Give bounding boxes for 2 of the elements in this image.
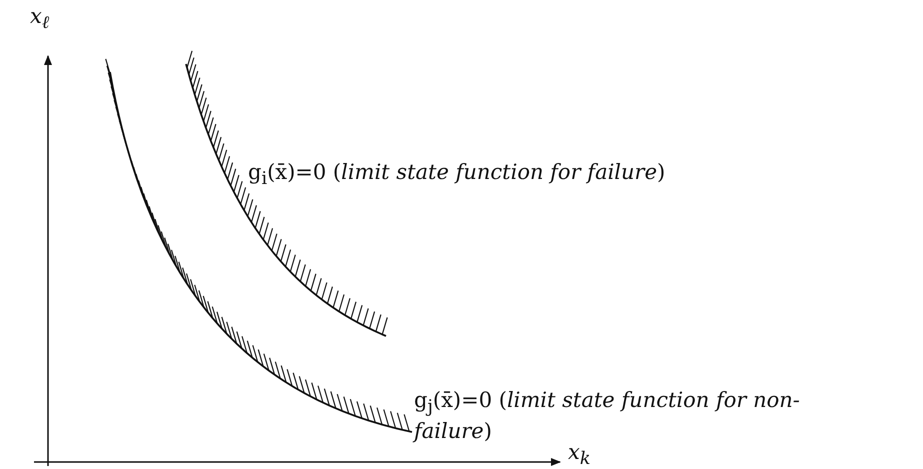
- curve-label: g$_{i}$(x̄)=0 (limit state function for failure): [248, 160, 666, 192]
- axis-label: x$_{ℓ}$: [30, 4, 50, 36]
